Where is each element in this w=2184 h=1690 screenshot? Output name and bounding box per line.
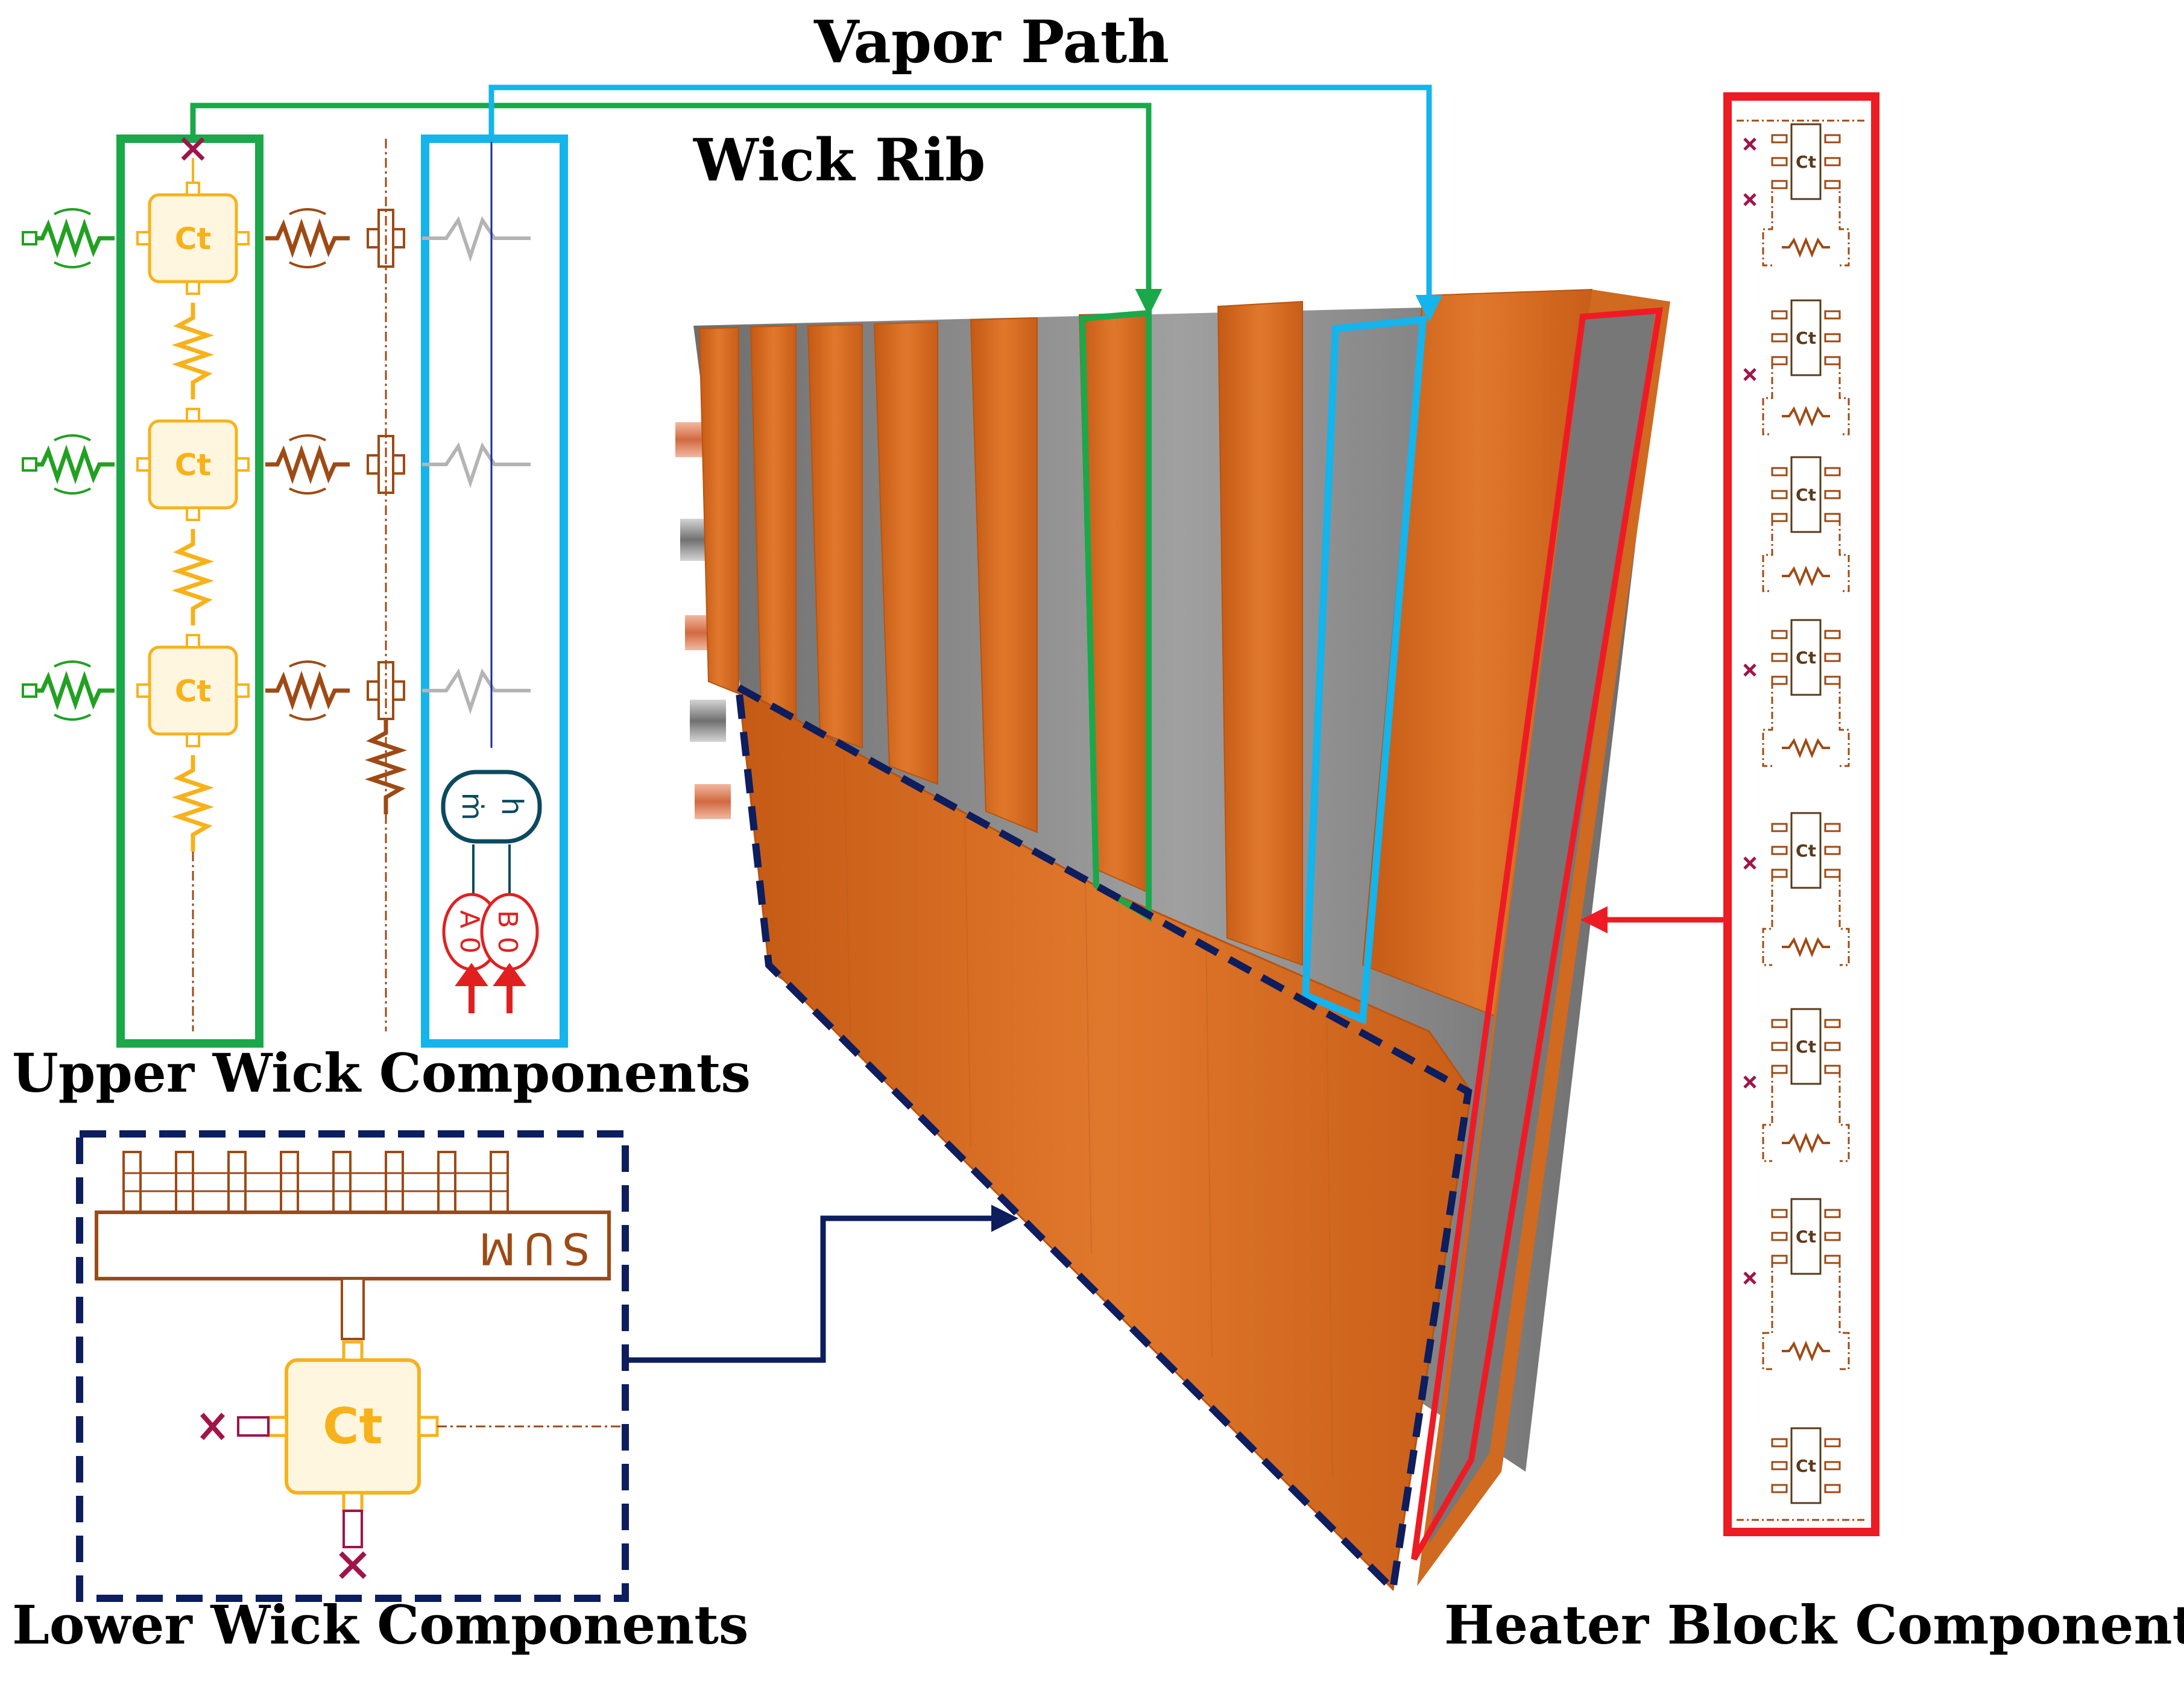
vapor-channel-highlight: [1301, 315, 1427, 1025]
wick-vapor-resistors: [265, 225, 350, 704]
svg-text:h: h: [495, 797, 529, 815]
svg-text:Ct: Ct: [175, 448, 212, 483]
heater-block-highlight: [1411, 307, 1663, 1561]
vapor-frame: [421, 135, 568, 1048]
upper-ct-node-3: Ct: [137, 635, 248, 746]
svg-text:Ct: Ct: [1796, 1037, 1816, 1057]
boundary-cross-icon: [339, 1510, 367, 1579]
vapor-flow-elements: [422, 216, 531, 715]
wick-rib-label: Wick Rib: [693, 126, 986, 194]
lower-ct-node: Ct: [267, 1340, 439, 1513]
svg-text:Ct: Ct: [1796, 841, 1816, 861]
upper-ct-node-1: Ct: [137, 183, 248, 294]
vapor-path-connectors: [190, 84, 1443, 322]
svg-text:Ct: Ct: [1796, 1456, 1816, 1476]
svg-text:ṁ: ṁ: [455, 793, 489, 821]
svg-text:Ct: Ct: [1796, 152, 1816, 172]
svg-text:Ct: Ct: [175, 221, 212, 256]
flow-sensor: ṁ h: [441, 770, 542, 844]
upper-wick-schematic: Ct Ct Ct: [22, 135, 568, 1048]
ambient-resistors: [30, 225, 115, 704]
lower-wick-schematic: SUM Ct: [76, 1130, 1018, 1602]
svg-text:A 0: A 0: [454, 910, 485, 954]
vapor-path-label: Vapor Path: [814, 8, 1169, 76]
flow-source-icon: A 0 B 0: [442, 893, 539, 971]
boundary-cross-icon: [181, 137, 205, 161]
heater-ct-labels: Ct Ct Ct Ct Ct Ct Ct Ct: [1796, 152, 1816, 1476]
svg-text:Ct: Ct: [323, 1398, 382, 1455]
svg-text:B 0: B 0: [492, 910, 523, 954]
svg-text:Ct: Ct: [1796, 328, 1816, 348]
svg-text:Ct: Ct: [1796, 648, 1816, 668]
heater-block-schematic: Ct Ct Ct Ct Ct Ct Ct Ct: [1580, 92, 1879, 1536]
upper-wick-label: Upper Wick Components: [12, 1042, 751, 1104]
heater-resistors: [1781, 239, 1831, 1359]
lower-wick-frame: [76, 1130, 629, 1602]
thermal-resistor-icon: [178, 303, 207, 852]
svg-text:Ct: Ct: [1796, 1227, 1816, 1247]
boundary-cross-icon: [200, 1413, 270, 1440]
svg-text:Ct: Ct: [175, 674, 212, 709]
upper-wick-frame: [116, 135, 264, 1048]
heater-block-label: Heater Block Components: [1444, 1593, 2184, 1656]
heater-frame: [1723, 92, 1879, 1536]
svg-text:SUM: SUM: [472, 1223, 590, 1274]
upper-ct-node-2: Ct: [137, 409, 248, 520]
wick-3d-model: [675, 288, 1670, 1597]
sum-input-ports: [122, 1151, 509, 1214]
svg-text:Ct: Ct: [1796, 485, 1816, 505]
boundary-cross-icon: [1743, 138, 1756, 1285]
lower-wick-label: Lower Wick Components: [12, 1593, 749, 1656]
sum-block-icon: SUM: [95, 1211, 611, 1280]
